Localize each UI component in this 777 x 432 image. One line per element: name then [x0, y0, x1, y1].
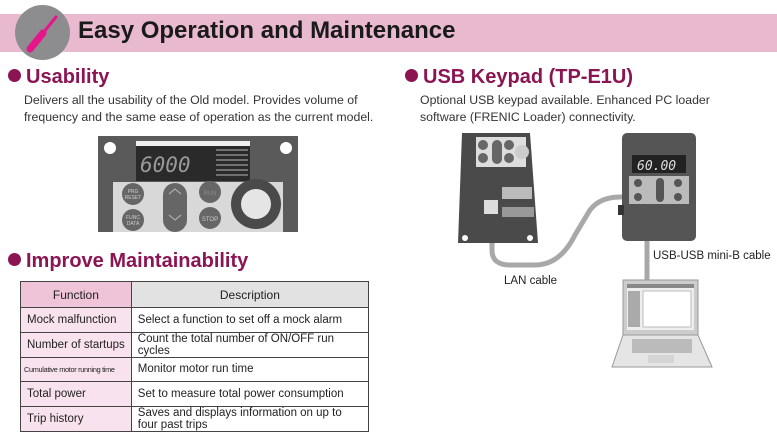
function-cell: Cumulative motor running time — [20, 356, 132, 382]
reset-label: RESET — [125, 195, 142, 201]
description-cell: Select a function to set off a mock alar… — [130, 307, 370, 333]
function-cell: Total power — [20, 381, 132, 407]
usb-keypad-display: 60.00 — [637, 159, 676, 174]
description-cell: Count the total number of ON/OFF run cyc… — [130, 331, 370, 358]
usb-keypad-illustration: 60.00 — [458, 133, 713, 368]
lan-cable — [489, 194, 630, 268]
usb-keypad-image: 60.00 — [618, 133, 696, 241]
usb-keypad-heading: USB Keypad (TP-E1U) — [405, 66, 633, 89]
usb-keypad-text: Optional USB keypad available. Enhanced … — [420, 92, 710, 126]
lan-cable-label: LAN cable — [504, 275, 558, 287]
column-header: Function — [20, 281, 132, 308]
maintainability-heading-text: Improve Maintainability — [26, 250, 249, 272]
bullet-icon — [8, 253, 21, 266]
usability-heading: Usability — [8, 66, 109, 89]
function-cell: Number of startups — [20, 331, 132, 358]
table-header-row: Function Description — [20, 281, 370, 308]
data-label: DATA — [127, 221, 140, 227]
column-header: Description — [130, 281, 370, 308]
usb-keypad-heading-text: USB Keypad (TP-E1U) — [423, 66, 634, 88]
laptop-image — [611, 279, 713, 368]
function-cell: Trip history — [20, 405, 132, 432]
description-cell: Monitor motor run time — [130, 356, 370, 382]
func-label: FUNC — [126, 215, 140, 221]
description-cell: Set to measure total power consumption — [130, 381, 370, 407]
function-cell: Mock malfunction — [20, 307, 132, 333]
maintainability-heading: Improve Maintainability — [8, 250, 248, 273]
usb-cable-label: USB-USB mini-B cable — [653, 250, 771, 262]
stop-label: STOP — [202, 217, 218, 223]
prg-label: PRG — [128, 189, 139, 195]
bullet-icon — [405, 69, 418, 82]
text-line: software (FRENIC Loader) connectivity. — [420, 110, 636, 124]
text-line: frequency and the same ease of operation… — [24, 110, 374, 124]
page-title: Easy Operation and Maintenance — [78, 17, 456, 44]
description-cell: Saves and displays information on up to … — [130, 405, 370, 432]
keypad-display: 6000 — [140, 153, 191, 177]
inverter-board-image — [458, 133, 538, 243]
run-label: RUN — [204, 191, 217, 197]
text-line: Optional USB keypad available. Enhanced … — [420, 93, 710, 107]
bullet-icon — [8, 69, 21, 82]
keypad-image: 6000 PRG RESET FUNC DATA RUN STOP — [98, 136, 298, 232]
title-banner — [0, 14, 777, 52]
text-line: Delivers all the usability of the Old mo… — [24, 93, 358, 107]
usability-heading-text: Usability — [26, 66, 110, 88]
screwdriver-icon — [15, 5, 70, 60]
usability-text: Delivers all the usability of the Old mo… — [24, 92, 373, 126]
